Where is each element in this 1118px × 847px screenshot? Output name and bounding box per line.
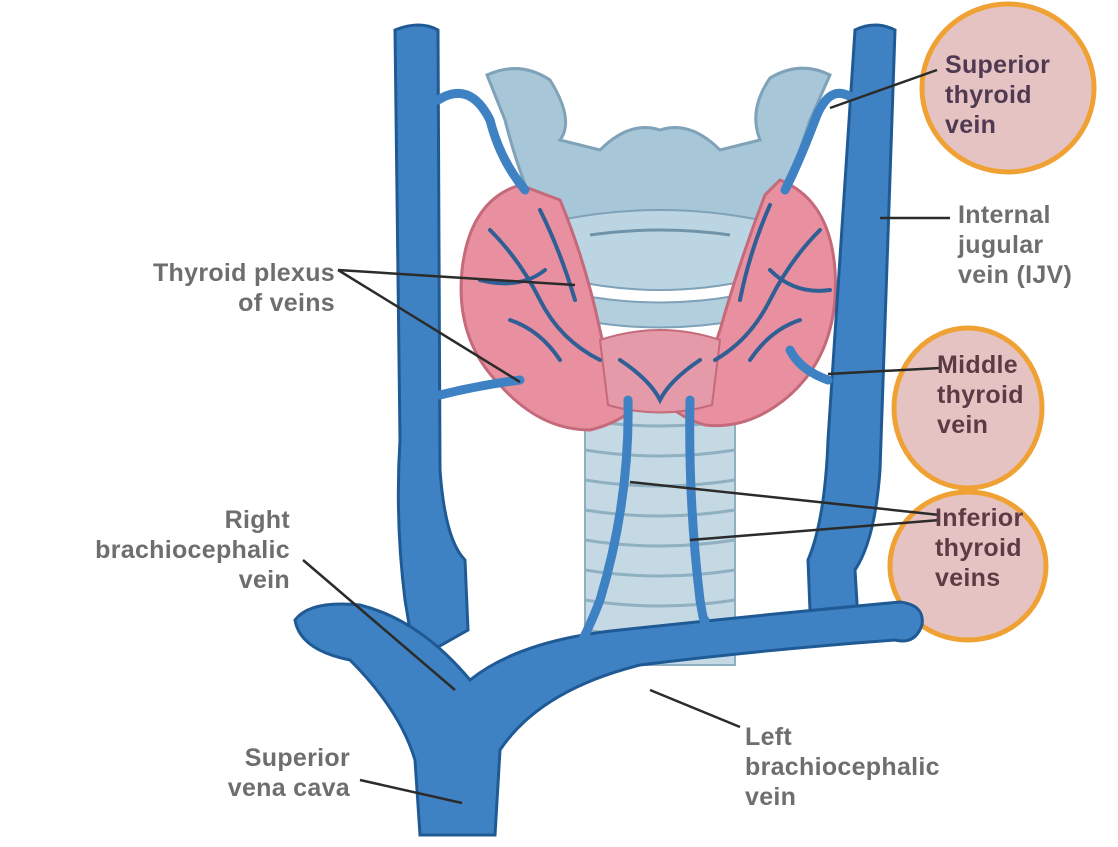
label-thyroid-plexus: Thyroid plexus of veins bbox=[20, 258, 335, 318]
label-right-brachiocephalic-vein: Right brachiocephalic vein bbox=[0, 505, 290, 595]
label-left-brachiocephalic-vein: Left brachiocephalic vein bbox=[745, 722, 940, 812]
label-inferior-thyroid-veins: Inferior thyroid veins bbox=[935, 503, 1024, 593]
label-internal-jugular-vein: Internal jugular vein (IJV) bbox=[958, 200, 1072, 290]
label-superior-vena-cava: Superior vena cava bbox=[120, 743, 350, 803]
label-middle-thyroid-vein: Middle thyroid vein bbox=[937, 350, 1024, 440]
label-superior-thyroid-vein: Superior thyroid vein bbox=[945, 50, 1050, 140]
